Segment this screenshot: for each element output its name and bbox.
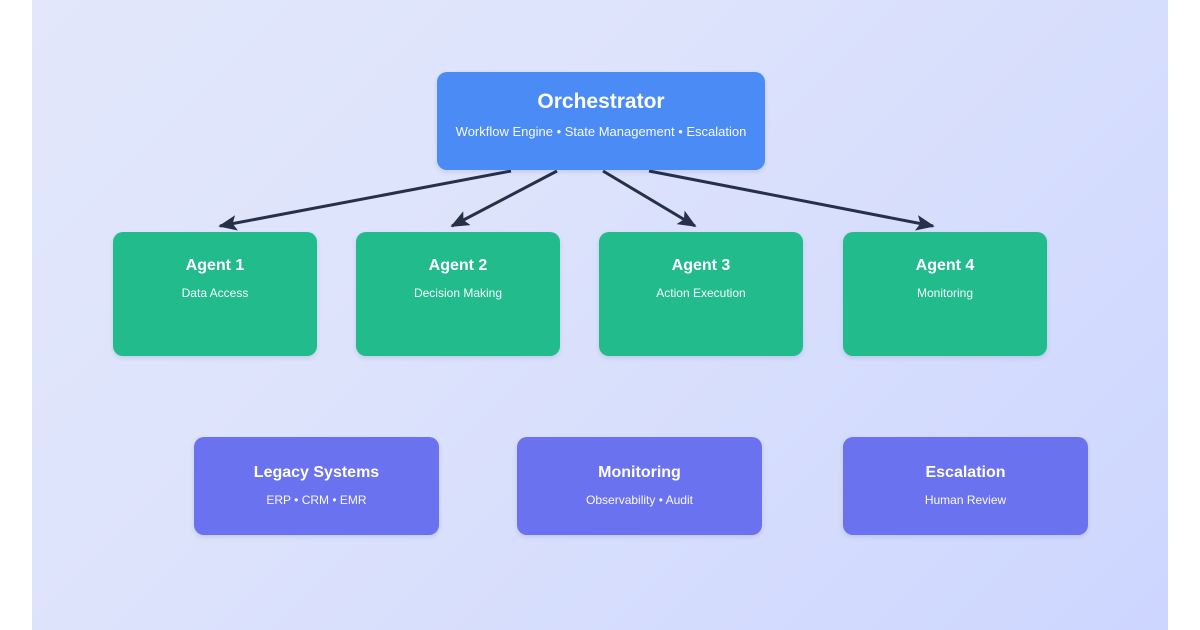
- agent-subtitle: Decision Making: [413, 285, 503, 300]
- support-title: Legacy Systems: [253, 464, 380, 481]
- agent-subtitle: Action Execution: [656, 285, 746, 300]
- orchestrator-subtitle: Workflow Engine • State Management • Esc…: [455, 124, 747, 140]
- node-agent-2[interactable]: Agent 2 Decision Making: [356, 232, 560, 356]
- agent-title: Agent 3: [671, 257, 731, 274]
- diagram-canvas: Orchestrator Workflow Engine • State Man…: [32, 0, 1168, 630]
- connector-orchestrator-agent-4: [648, 169, 935, 231]
- support-title: Monitoring: [598, 464, 681, 481]
- connector-orchestrator-agent-2: [450, 169, 558, 228]
- agent-title: Agent 4: [915, 257, 975, 274]
- support-subtitle: Human Review: [924, 492, 1007, 507]
- node-legacy-systems[interactable]: Legacy Systems ERP • CRM • EMR: [194, 437, 439, 535]
- support-subtitle: ERP • CRM • EMR: [266, 492, 367, 507]
- support-subtitle: Observability • Audit: [586, 492, 693, 507]
- support-title: Escalation: [925, 464, 1006, 481]
- connector-orchestrator-agent-3: [602, 169, 697, 228]
- node-agent-3[interactable]: Agent 3 Action Execution: [599, 232, 803, 356]
- connector-orchestrator-agent-1: [218, 169, 512, 231]
- orchestrator-title: Orchestrator: [537, 90, 665, 113]
- node-agent-4[interactable]: Agent 4 Monitoring: [843, 232, 1047, 356]
- node-monitoring[interactable]: Monitoring Observability • Audit: [517, 437, 762, 535]
- node-orchestrator[interactable]: Orchestrator Workflow Engine • State Man…: [437, 72, 765, 170]
- node-agent-1[interactable]: Agent 1 Data Access: [113, 232, 317, 356]
- agent-title: Agent 1: [185, 257, 245, 274]
- agent-subtitle: Data Access: [181, 285, 249, 300]
- agent-title: Agent 2: [428, 257, 488, 274]
- agent-subtitle: Monitoring: [916, 285, 974, 300]
- node-escalation[interactable]: Escalation Human Review: [843, 437, 1088, 535]
